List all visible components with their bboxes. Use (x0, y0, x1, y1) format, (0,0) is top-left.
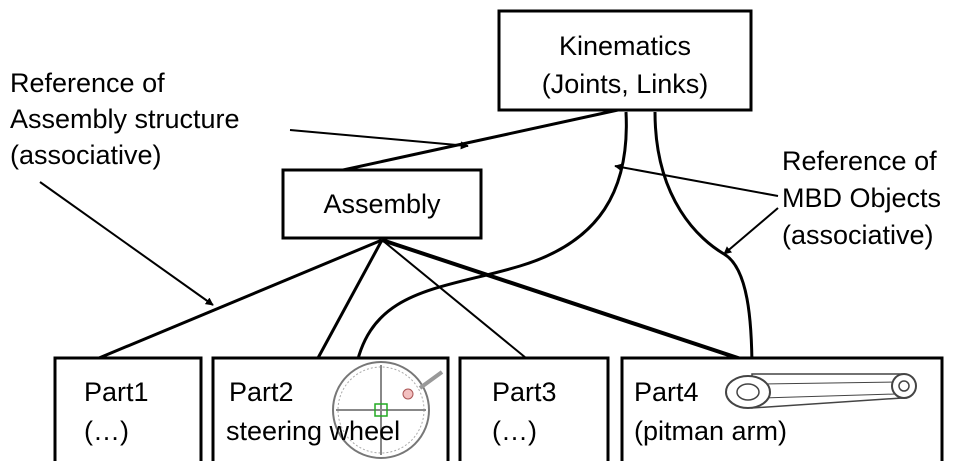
annotation-arrow-assembly-ref-top (289, 129, 469, 150)
annotation-assembly-line1: Reference of (10, 68, 165, 98)
part3-title: Part3 (492, 377, 557, 407)
edge-kinematics-part2 (350, 111, 628, 374)
assembly-label: Assembly (323, 189, 441, 219)
annotation-mbd-line3: (associative) (782, 220, 934, 250)
annotation-arrow-assembly-ref-bottom (39, 181, 214, 306)
annotation-mbd-line1: Reference of (782, 146, 937, 176)
part3-subtitle: (…) (492, 416, 537, 446)
steering-wheel-icon (332, 361, 444, 459)
annotation-assembly-line3: (associative) (10, 140, 162, 170)
edge-assembly-part1 (98, 238, 383, 360)
kinematics-subtitle: (Joints, Links) (542, 69, 709, 99)
part2-subtitle: steering wheel (226, 416, 400, 446)
part1-node: Part1 (…) (53, 356, 203, 461)
annotation-assembly-line2: Assembly structure (10, 104, 240, 134)
annotation-mbd-reference: Reference of MBD Objects (associative) (782, 146, 941, 250)
part3-node: Part3 (…) (458, 356, 610, 461)
part2-node: Part2 steering wheel (211, 356, 450, 461)
assembly-node: Assembly (281, 168, 483, 240)
kinematics-node: Kinematics (Joints, Links) (497, 9, 753, 112)
part1-subtitle: (…) (84, 416, 129, 446)
pitman-arm-icon (725, 373, 917, 409)
part4-node: Part4 (pitman arm) (620, 356, 944, 461)
part2-title: Part2 (229, 377, 294, 407)
part4-subtitle: (pitman arm) (634, 416, 787, 446)
edge-assembly-part3 (381, 239, 527, 359)
annotation-arrow-mbd-upper (614, 163, 779, 197)
edge-assembly-kinematics (342, 108, 619, 172)
edge-assembly-part4 (381, 238, 764, 369)
kinematics-title: Kinematics (559, 31, 691, 61)
edge-assembly-part2 (316, 239, 384, 359)
part4-title: Part4 (634, 377, 699, 407)
part1-title: Part1 (84, 377, 149, 407)
annotation-mbd-line2: MBD Objects (782, 183, 941, 213)
annotation-arrow-mbd-lower (723, 207, 779, 255)
annotation-assembly-reference: Reference of Assembly structure (associa… (10, 68, 240, 170)
